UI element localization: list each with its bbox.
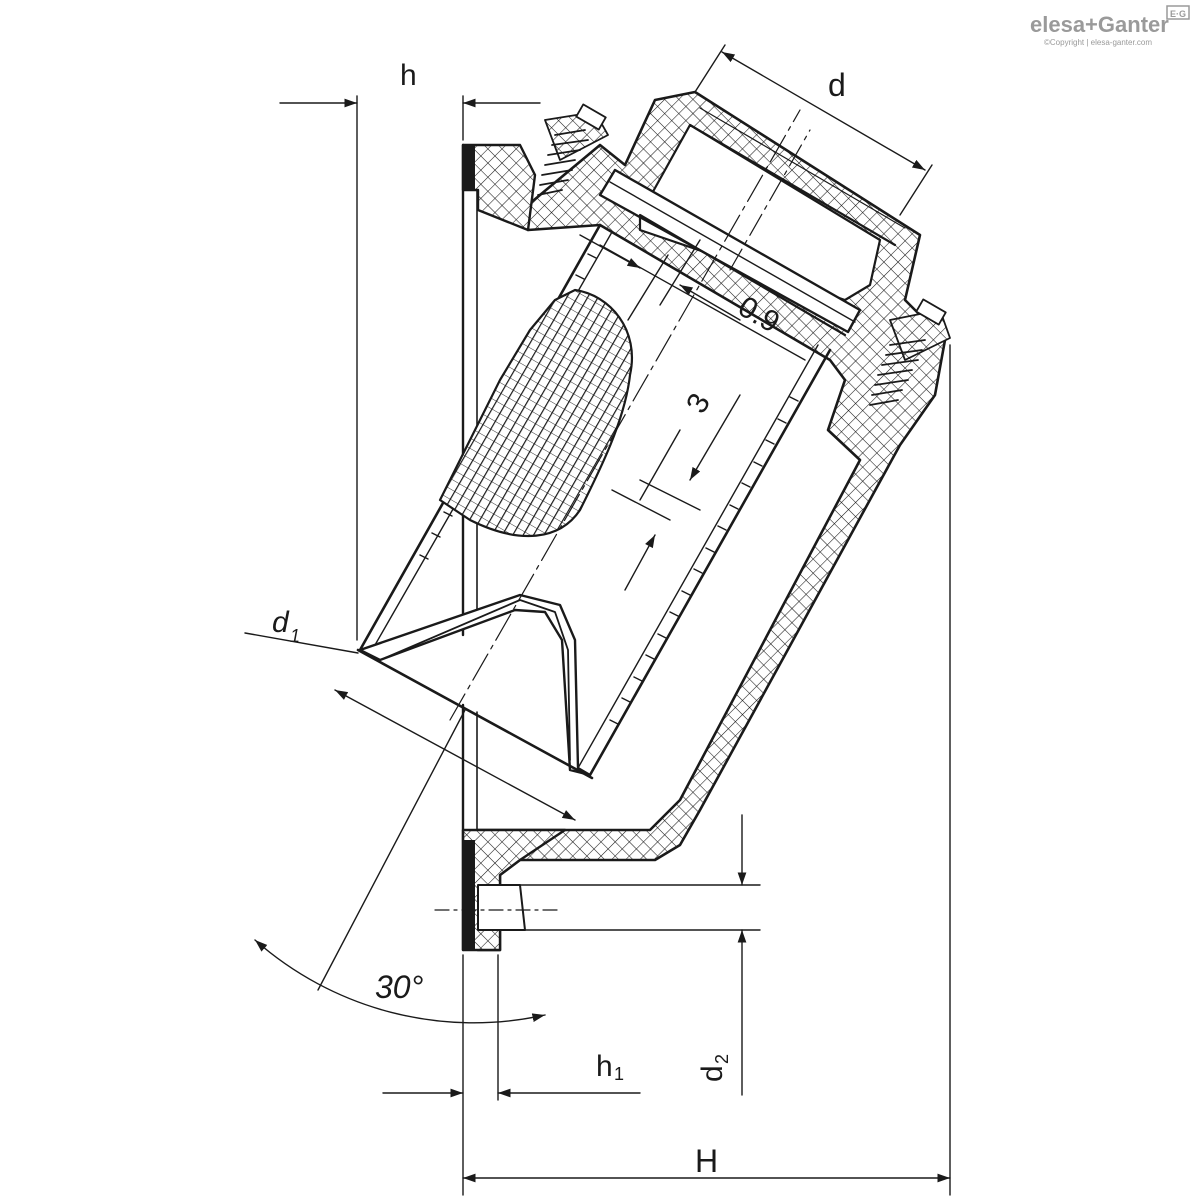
- dim-angle-ref-1: [317, 709, 466, 991]
- filter-bottom-rim: [356, 648, 594, 780]
- dim-gap-line-upper-top: [639, 429, 681, 501]
- inlet-thread-line-2: [638, 213, 847, 337]
- cylinder-right-wall-inner: [577, 344, 819, 769]
- dimension-labels: h d 0.9 3 d 1 30° h 1 d 2 H: [272, 59, 846, 1179]
- label-angle: 30°: [375, 969, 424, 1005]
- dim-mesh-arrow-2: [679, 284, 741, 321]
- label-h1-sub: 1: [614, 1064, 624, 1084]
- dim-mesh-ext-1: [627, 254, 669, 321]
- dim-d1-ext-1: [244, 632, 359, 654]
- brand-logo: elesa+Ganter E·G ©Copyright | elesa-gant…: [1030, 5, 1190, 47]
- dim-gap-ext-1: [611, 489, 671, 521]
- dim-gap-line-lower: [624, 534, 656, 591]
- strainer-drawing: [244, 44, 951, 1196]
- outlet-port: [477, 884, 526, 931]
- label-d2-sub: 2: [712, 1054, 732, 1064]
- filter-bottom-cone: [358, 593, 592, 777]
- label-h1: h 1: [596, 1050, 624, 1084]
- dim-mesh-arrow-1: [579, 234, 641, 269]
- logo-badge-frame: [1166, 5, 1190, 20]
- dim-mesh-ext-2: [659, 239, 701, 306]
- logo-badge: E·G: [1170, 9, 1186, 19]
- top-cover-line-1: [609, 181, 856, 323]
- label-h1-main: h: [596, 1050, 613, 1083]
- dim-d-ext-2: [899, 164, 933, 216]
- dim-d-line: [721, 51, 926, 171]
- screw-right: [869, 298, 951, 406]
- cone-inner: [384, 599, 571, 761]
- dim-d1-line: [334, 689, 576, 821]
- dim-angle-arc: [254, 939, 546, 1024]
- label-h: h: [400, 59, 417, 92]
- label-d2: d 2: [696, 1054, 732, 1082]
- cylinder-right-wall: [588, 348, 832, 777]
- gasket-bottom: [463, 840, 475, 950]
- copyright-text: ©Copyright | elesa-ganter.com: [1044, 38, 1152, 47]
- cylinder-right-mesh-ticks: [609, 396, 799, 725]
- label-gap: 3: [680, 388, 717, 419]
- screw-left: [537, 103, 609, 196]
- logo-text: elesa+Ganter: [1030, 12, 1169, 37]
- dim-d-ext-1: [694, 44, 726, 93]
- filter-mesh-cutaway: [438, 288, 633, 538]
- center-axis: [449, 109, 801, 721]
- label-d1-sub: 1: [290, 626, 300, 646]
- dim-gap-line-upper: [689, 394, 741, 481]
- label-d2-main: d: [696, 1065, 729, 1082]
- gasket-top: [463, 145, 475, 190]
- label-d: d: [828, 67, 846, 103]
- label-d1: d 1: [272, 606, 300, 646]
- label-d1-main: d: [272, 606, 290, 639]
- label-H: H: [695, 1143, 718, 1179]
- dim-gap-ext-2: [639, 479, 701, 511]
